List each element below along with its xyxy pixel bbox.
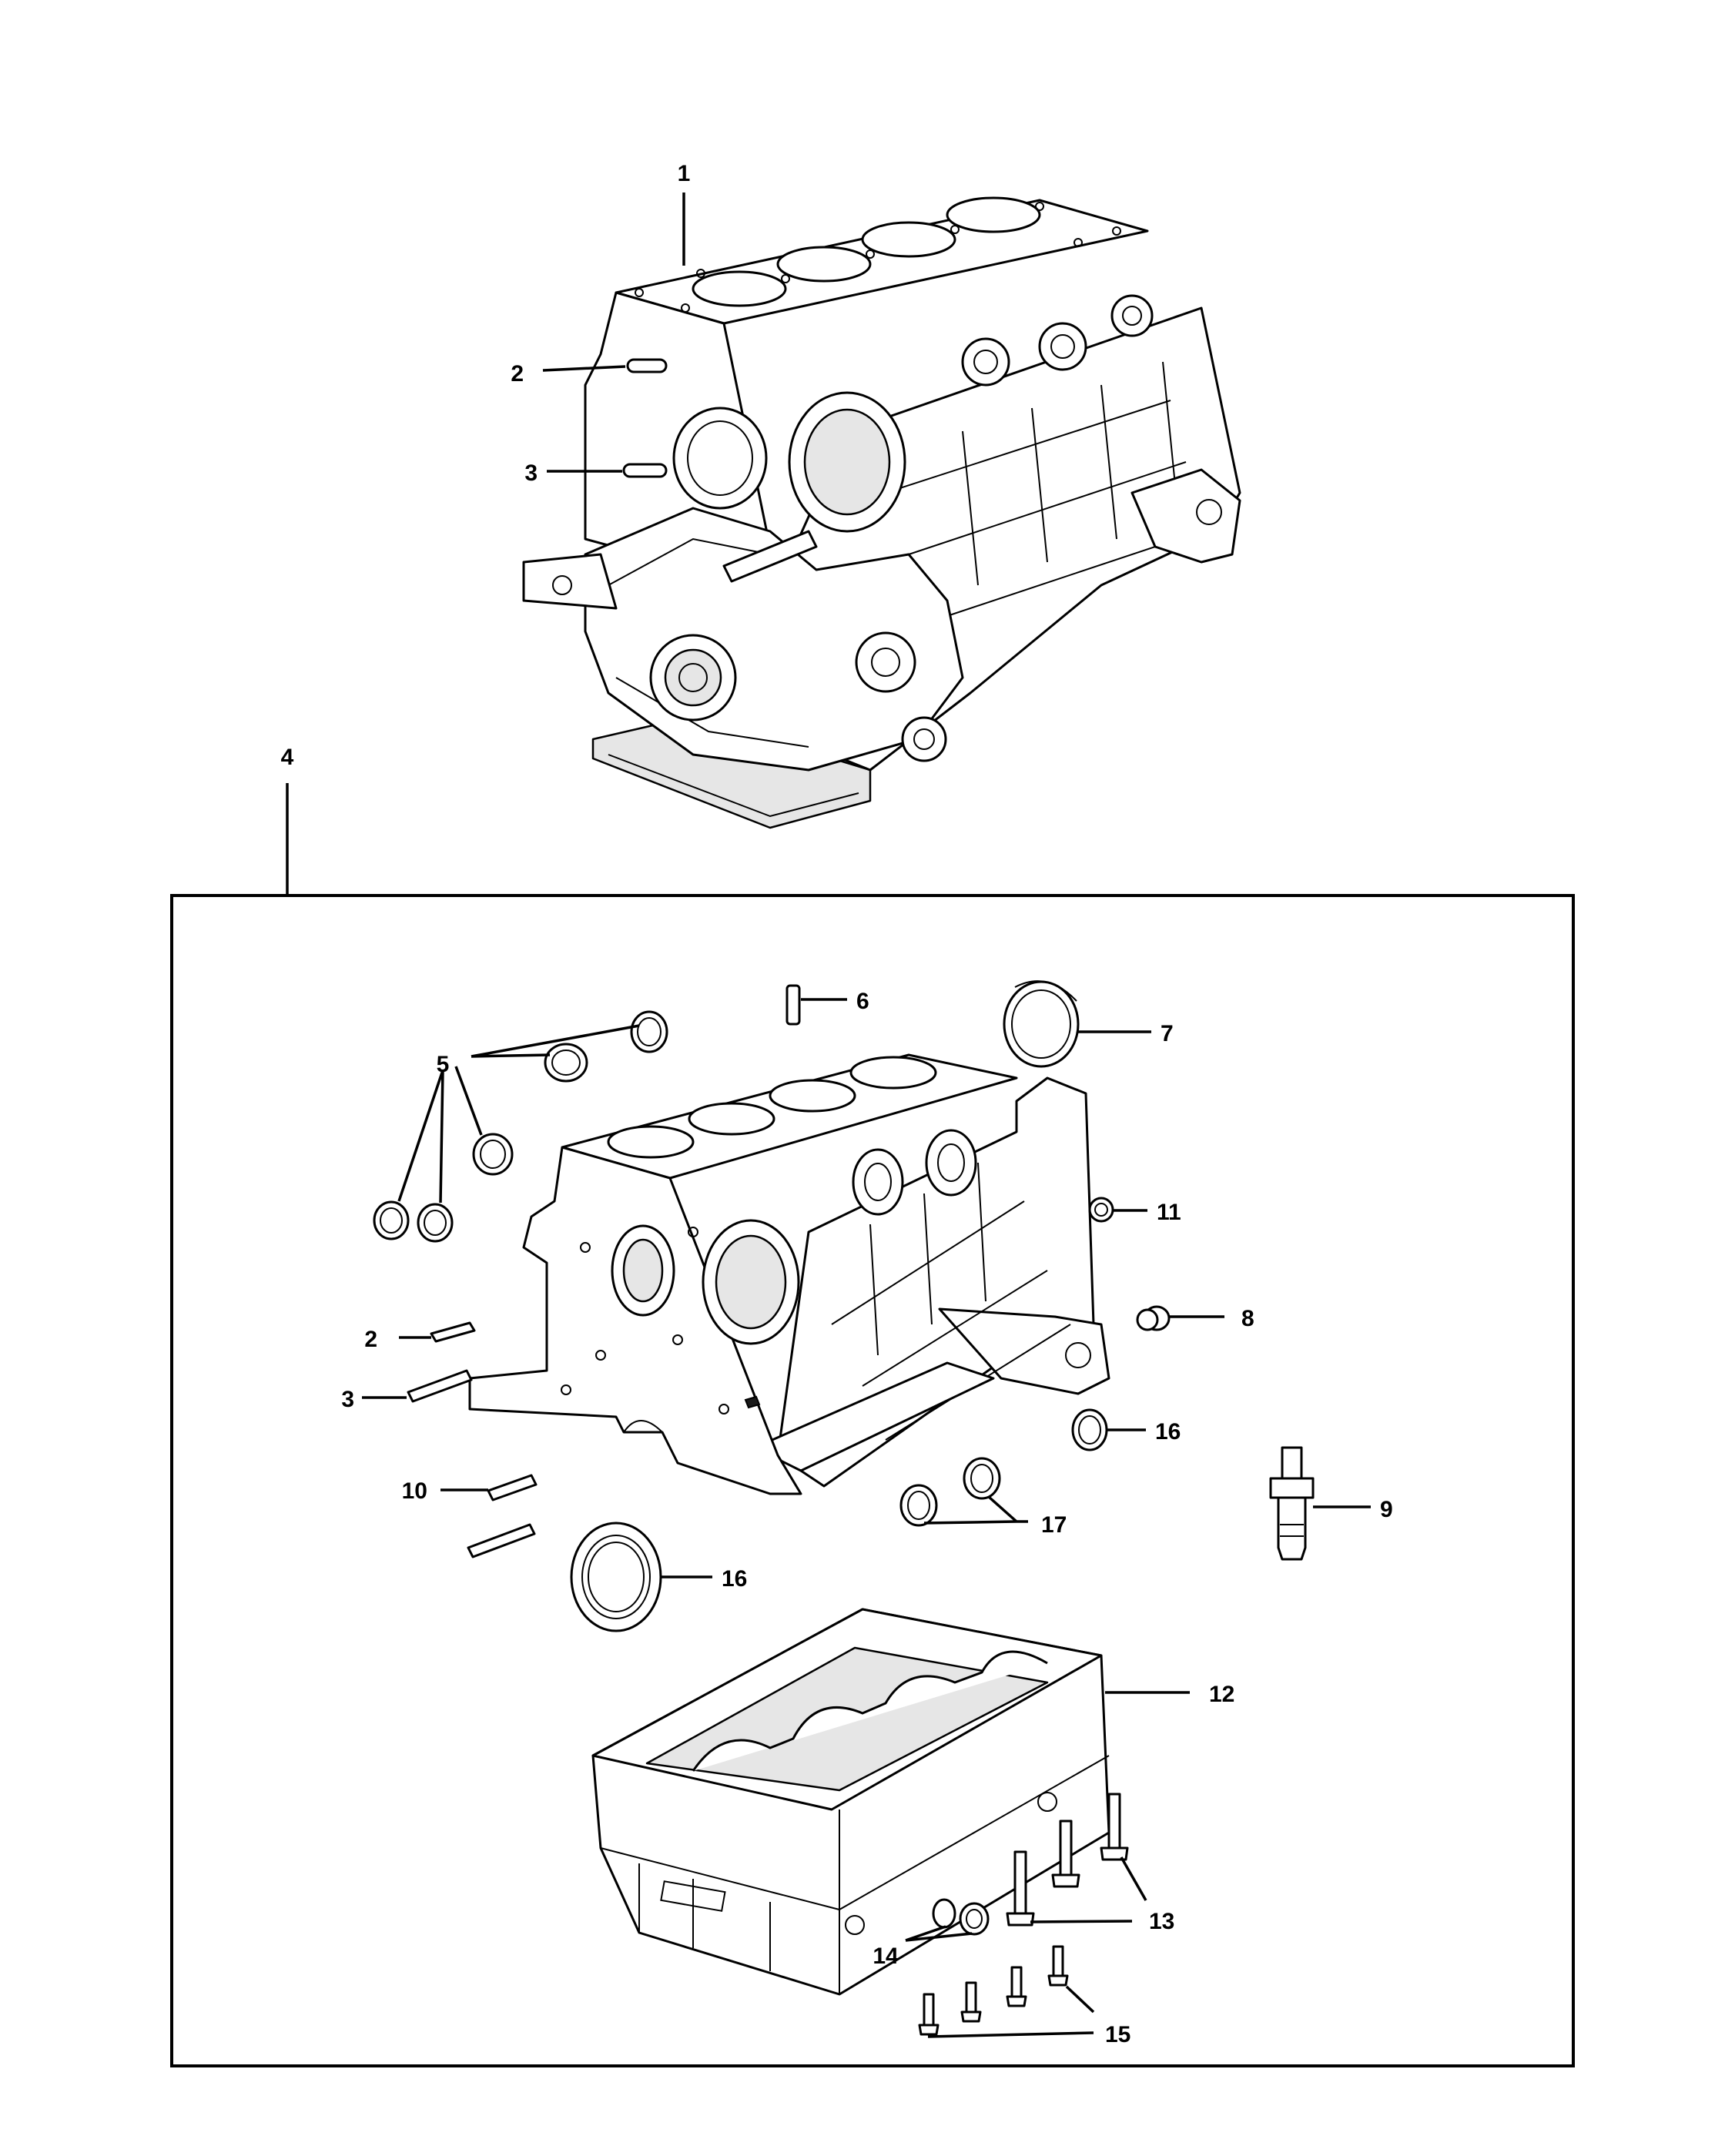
callout-3-kit: 3 [341,1387,407,1412]
callout-1: 1 [678,161,691,266]
svg-text:1: 1 [678,161,691,186]
svg-text:16: 16 [722,1566,747,1592]
svg-text:5: 5 [437,1052,450,1077]
svg-text:14: 14 [873,1943,899,1969]
bedplate [591,1608,1110,1996]
engine-block-assembly [522,196,1241,829]
svg-text:6: 6 [856,989,869,1014]
stud-sensor [1269,1446,1315,1561]
dowel-pin-2 [430,1321,476,1343]
svg-text:3: 3 [341,1387,354,1412]
dowel-pin [785,984,801,1026]
svg-text:12: 12 [1209,1682,1234,1707]
dowel-pins-10 [467,1474,538,1558]
svg-text:3: 3 [524,460,538,486]
callout-16-upper: 16 [1107,1419,1181,1445]
svg-text:11: 11 [1157,1200,1181,1225]
callout-12: 12 [1105,1682,1234,1707]
callout-16-lower: 16 [661,1566,747,1592]
svg-text:15: 15 [1105,2022,1130,2047]
callout-2-kit: 2 [364,1327,431,1352]
callout-6: 6 [801,989,869,1014]
rear-main-seal [1003,980,1080,1068]
dowel-pin-3 [407,1369,473,1403]
callout-3-top: 3 [524,460,622,486]
main-bearing-bolts [1006,1793,1129,1927]
callout-2-top: 2 [511,361,626,387]
callout-9: 9 [1313,1497,1393,1522]
callout-4: 4 [281,745,294,896]
callout-8: 8 [1169,1306,1254,1331]
seal-ring [1071,1408,1108,1451]
callout-10: 10 [402,1478,488,1504]
o-rings [899,1457,1001,1527]
callout-17: 17 [923,1495,1067,1538]
callout-15: 15 [927,1985,1130,2047]
svg-text:2: 2 [511,361,524,387]
bare-engine-block [468,1053,1110,1495]
threaded-plug [1088,1197,1114,1223]
svg-text:2: 2 [364,1327,377,1352]
svg-text:16: 16 [1155,1419,1181,1445]
svg-text:9: 9 [1380,1497,1393,1522]
front-crank-seal [570,1522,662,1632]
callout-14: 14 [873,1925,973,1969]
callout-7: 7 [1078,1021,1174,1046]
svg-text:13: 13 [1149,1909,1174,1934]
svg-text:8: 8 [1241,1306,1254,1331]
svg-text:10: 10 [402,1478,427,1504]
svg-text:4: 4 [281,745,294,770]
expansion-plugs [373,1010,668,1243]
callout-5: 5 [397,1024,640,1204]
svg-text:7: 7 [1161,1021,1174,1046]
callout-11: 11 [1113,1200,1181,1225]
svg-text:17: 17 [1041,1512,1067,1538]
callout-13: 13 [1030,1856,1174,1934]
bedplate-small-bolts [918,1945,1069,2036]
kit-frame [170,894,1575,2067]
cup-plug [1136,1305,1171,1331]
